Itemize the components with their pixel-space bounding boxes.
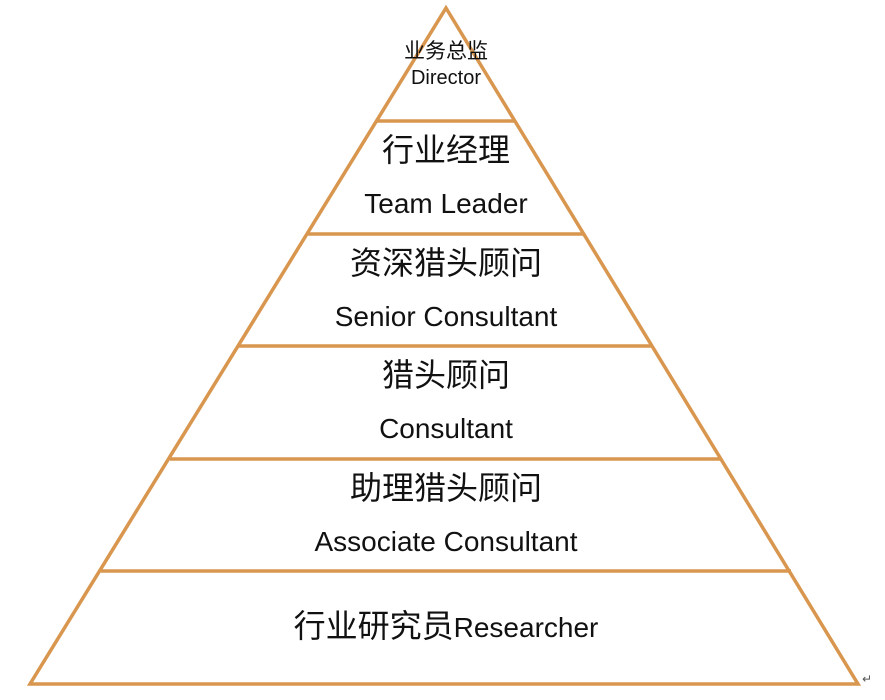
tier-researcher-cn: 行业研究员	[294, 607, 454, 645]
tier-consultant-cn: 猎头顾问	[382, 356, 510, 394]
tier-director-en: Director	[411, 67, 481, 89]
tier-consultant-en: Consultant	[379, 413, 513, 444]
tier-senior-consultant-cn: 资深猎头顾问	[350, 244, 542, 282]
tier-researcher-label: 行业研究员Researcher	[294, 607, 599, 645]
tier-senior-consultant-en: Senior Consultant	[335, 301, 558, 332]
paragraph-mark-icon: ↵	[862, 672, 873, 686]
tier-associate-consultant-en: Associate Consultant	[314, 526, 577, 557]
tier-director-cn: 业务总监	[404, 39, 488, 63]
tier-team-leader-cn: 行业经理	[382, 131, 510, 169]
tier-researcher-en: Researcher	[454, 612, 599, 643]
tier-associate-consultant-cn: 助理猎头顾问	[350, 469, 542, 507]
tier-team-leader-en: Team Leader	[364, 188, 527, 219]
